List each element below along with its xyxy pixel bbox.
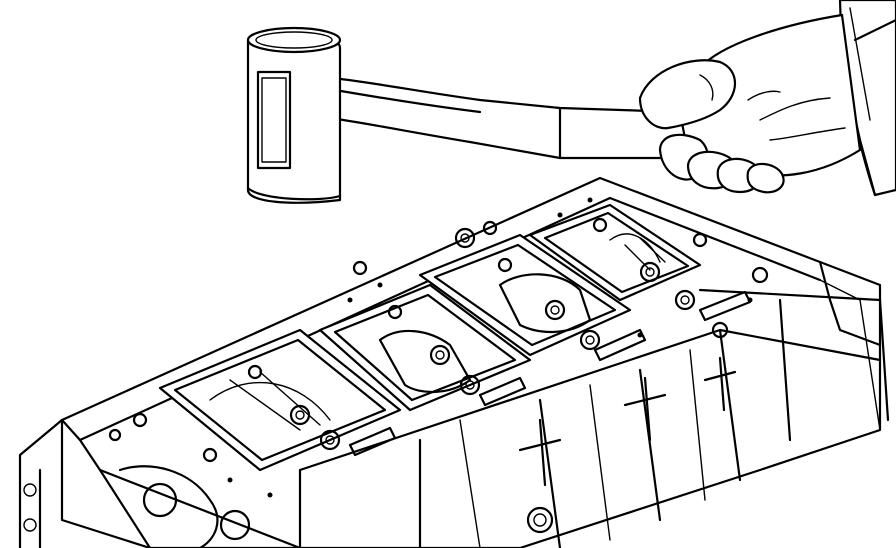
hand bbox=[638, 0, 896, 197]
bolt-holes bbox=[108, 197, 769, 498]
crank-bays bbox=[158, 203, 702, 472]
hammer bbox=[246, 26, 692, 204]
